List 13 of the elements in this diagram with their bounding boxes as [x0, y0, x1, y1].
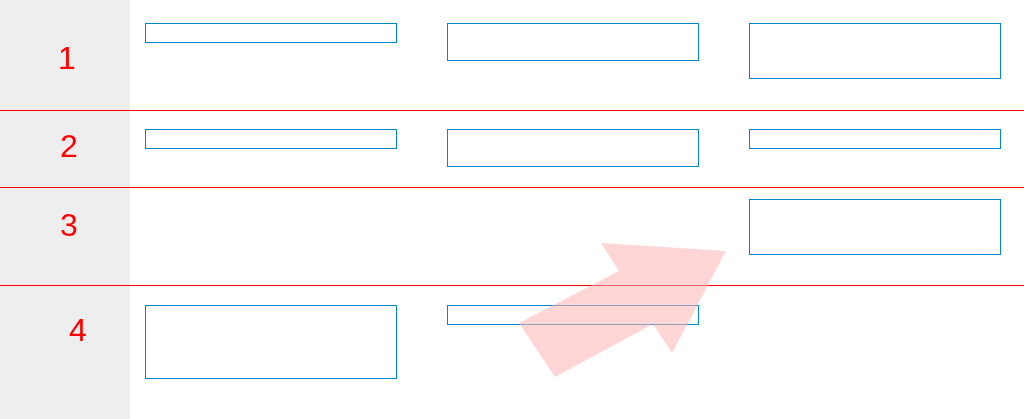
- empty-box: [447, 23, 699, 61]
- empty-box: [447, 129, 699, 167]
- empty-box: [145, 23, 397, 43]
- row-number: 3: [60, 209, 78, 241]
- row-number: 1: [58, 42, 76, 74]
- row-number: 2: [60, 130, 78, 162]
- empty-box: [749, 129, 1001, 149]
- empty-box: [749, 23, 1001, 79]
- empty-box: [145, 129, 397, 149]
- empty-box: [145, 305, 397, 379]
- row-number: 4: [69, 314, 87, 346]
- empty-box: [749, 199, 1001, 255]
- empty-box: [447, 305, 699, 325]
